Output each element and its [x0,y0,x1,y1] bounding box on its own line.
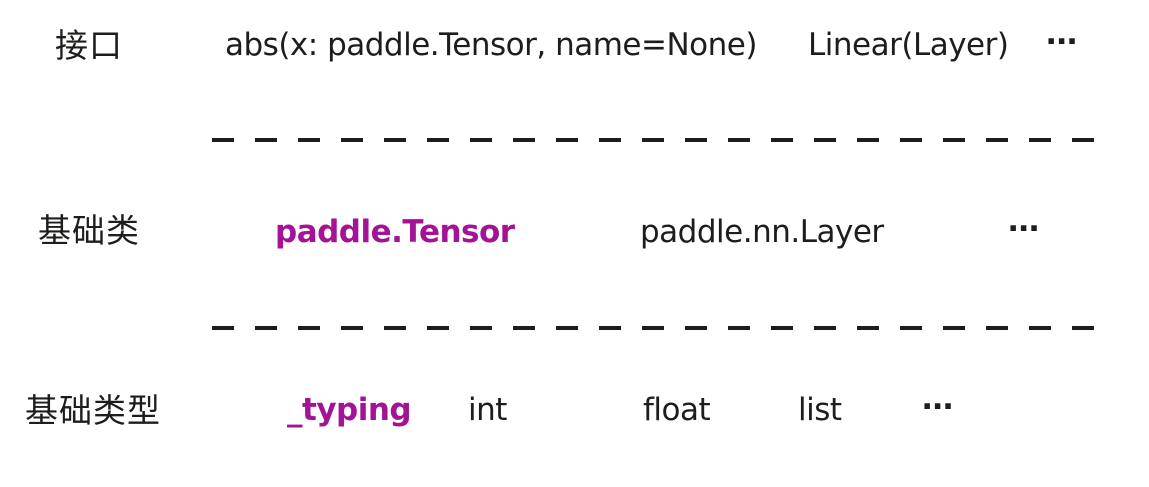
base-type-item-list: list [798,392,842,428]
base-class-item-paddle-nn-layer: paddle.nn.Layer [640,214,884,250]
base-class-item-paddle-tensor: paddle.Tensor [275,214,515,250]
divider-dashed-line-1 [212,138,1100,142]
row-label-base-class: 基础类 [38,211,140,250]
interface-ellipsis: ⋯ [1046,24,1079,60]
interface-item-linear: Linear(Layer) [808,27,1009,63]
row-label-interface: 接口 [55,26,123,65]
base-type-ellipsis: ⋯ [922,389,955,425]
interface-item-abs: abs(x: paddle.Tensor, name=None) [225,27,757,63]
base-type-item-typing: _typing [287,392,412,428]
base-type-item-float: float [643,392,711,428]
divider-dashed-line-2 [212,326,1100,330]
row-label-base-type: 基础类型 [25,391,161,430]
base-class-ellipsis: ⋯ [1008,211,1041,247]
base-type-item-int: int [468,392,507,428]
